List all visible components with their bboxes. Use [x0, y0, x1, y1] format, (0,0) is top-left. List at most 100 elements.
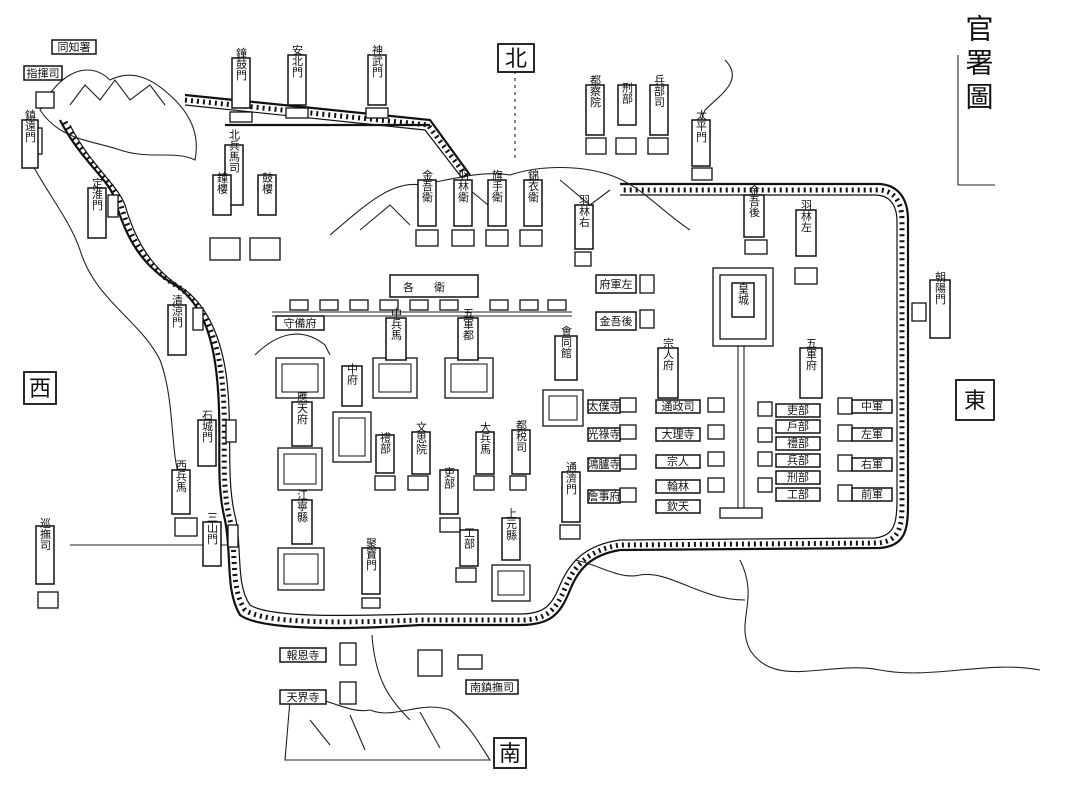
direction-east: 東: [955, 379, 995, 421]
svg-text:右軍: 右軍: [861, 457, 883, 471]
svg-text:官署圖: 官署圖: [962, 14, 995, 116]
svg-text:西: 西: [29, 377, 51, 402]
svg-text:石城門: 石城門: [201, 410, 214, 444]
svg-text:東: 東: [964, 389, 986, 414]
label-fangwei: 府軍左: [595, 274, 637, 294]
svg-text:宗人府: 宗人府: [662, 336, 675, 371]
label-yingtian: 應天府: [291, 390, 313, 447]
svg-text:府軍左: 府軍左: [600, 277, 633, 291]
svg-text:三山門: 三山門: [206, 512, 219, 546]
label-duchang: 都税司: [511, 419, 531, 475]
svg-text:太僕寺: 太僕寺: [588, 400, 621, 413]
svg-text:吏部: 吏部: [443, 467, 456, 489]
svg-text:宗人: 宗人: [667, 454, 689, 468]
label-zhonglou-gate: 鐘鼓門: [231, 46, 251, 109]
label-shilang: 禮部: [375, 432, 395, 474]
pavilions: [27, 91, 927, 705]
rivers: [29, 50, 1041, 721]
svg-text:鎮遠門: 鎮遠門: [24, 108, 37, 143]
svg-text:前軍: 前軍: [861, 487, 883, 501]
svg-text:都税司: 都税司: [515, 419, 528, 452]
compounds: [275, 357, 584, 602]
label-top-left-3: 鎮遠門: [21, 108, 39, 169]
svg-text:兵部: 兵部: [787, 453, 809, 467]
label-north-row-1: 金吾衛: [417, 168, 437, 227]
labels: 同知署 指揮司 鎮遠門 鐘鼓門 安北門 神武門 都察院 刑部 兵部司 太平門 北…: [21, 39, 951, 705]
direction-north: 北: [497, 43, 535, 73]
svg-text:太平門: 太平門: [695, 109, 708, 143]
label-guozijian: 會同館: [554, 324, 578, 381]
label-qingliang: 清涼門: [167, 294, 187, 356]
label-east-r4: 兵部: [775, 453, 821, 468]
map-title: 官署圖: [957, 14, 995, 186]
svg-text:工部: 工部: [787, 487, 809, 501]
svg-text:中兵馬: 中兵馬: [390, 307, 403, 341]
svg-text:西兵馬: 西兵馬: [175, 460, 188, 494]
label-mid-5: 通政司: [655, 399, 701, 414]
svg-text:欽天: 欽天: [667, 499, 689, 513]
label-dufa: 都察院: [585, 74, 605, 136]
svg-text:大兵馬: 大兵馬: [479, 420, 492, 455]
svg-text:翰林: 翰林: [667, 479, 689, 493]
label-mid-6: 大理寺: [655, 427, 701, 442]
svg-text:旗手衛: 旗手衛: [491, 168, 504, 203]
svg-text:大理寺: 大理寺: [662, 427, 695, 441]
label-zongren: 宗人府: [657, 336, 679, 399]
label-jinlin: 羽林右: [574, 195, 594, 250]
svg-text:五軍府: 五軍府: [805, 338, 818, 372]
svg-text:報恩寺: 報恩寺: [287, 649, 320, 662]
label-mid-4: 詹事府: [587, 489, 621, 504]
label-east-r1: 吏部: [775, 403, 821, 418]
svg-text:南鎮撫司: 南鎮撫司: [470, 680, 514, 694]
svg-text:五軍都: 五軍都: [462, 308, 475, 341]
svg-text:戶部: 戶部: [787, 419, 809, 433]
svg-text:朝陽門: 朝陽門: [934, 271, 947, 305]
svg-text:江寧縣: 江寧縣: [296, 489, 309, 522]
label-gongbu: 兵部司: [649, 74, 669, 136]
label-jiangning: 江寧縣: [291, 489, 313, 545]
label-chaoyang: 朝陽門: [929, 271, 951, 339]
label-zhonglou: 鐘樓: [212, 171, 232, 216]
label-shixian: 石城門: [197, 410, 217, 467]
svg-text:巡撫司: 巡撫司: [39, 517, 52, 550]
svg-text:刑部: 刑部: [787, 470, 809, 484]
svg-text:通政司: 通政司: [662, 399, 695, 413]
label-north-row-2: 羽林衛: [453, 170, 473, 227]
svg-text:禮部: 禮部: [787, 436, 809, 450]
svg-text:清涼門: 清涼門: [171, 294, 184, 328]
svg-text:北兵馬司: 北兵馬司: [228, 129, 241, 173]
label-wenming: 文思院: [411, 420, 431, 475]
svg-text:中軍: 中軍: [861, 400, 883, 413]
svg-text:錦衣衛: 錦衣衛: [527, 168, 540, 203]
svg-text:刑部: 刑部: [621, 82, 634, 104]
label-east-r2: 戶部: [775, 419, 821, 434]
svg-text:光祿寺: 光祿寺: [588, 427, 621, 441]
svg-text:北: 北: [505, 47, 527, 72]
label-liyi: 吏部: [439, 467, 459, 515]
label-east-l1: 宗人: [655, 454, 701, 469]
city-wall: [59, 93, 910, 630]
svg-text:中府: 中府: [346, 363, 359, 386]
guard-row: [272, 299, 572, 317]
label-huangcheng: 皇城: [731, 282, 755, 318]
label-east-r5: 刑部: [775, 470, 821, 485]
svg-text:文思院: 文思院: [415, 420, 428, 454]
svg-text:鴻臚寺: 鴻臚寺: [588, 457, 621, 471]
label-top-left-1: 同知署: [51, 39, 97, 55]
label-jinwu: 金吾後: [595, 311, 637, 331]
svg-text:吏部: 吏部: [787, 403, 809, 417]
label-west-post: 巡撫司: [35, 517, 55, 585]
label-kaocheng: 工部: [459, 527, 479, 567]
label-east-r3: 禮部: [775, 436, 821, 451]
east-ministries: [707, 397, 853, 502]
label-xibing: 西兵馬: [171, 460, 191, 515]
label-yulin-zuo: 羽林左: [795, 200, 817, 257]
svg-text:羽林衛: 羽林衛: [457, 170, 470, 204]
svg-text:鼓樓: 鼓樓: [261, 171, 274, 195]
svg-text:羽林右: 羽林右: [578, 195, 591, 228]
label-north-row-4: 錦衣衛: [523, 168, 543, 227]
label-gate-n2: 神武門: [367, 43, 387, 106]
label-gulou: 鼓樓: [257, 171, 277, 216]
svg-text:工部: 工部: [463, 527, 476, 549]
